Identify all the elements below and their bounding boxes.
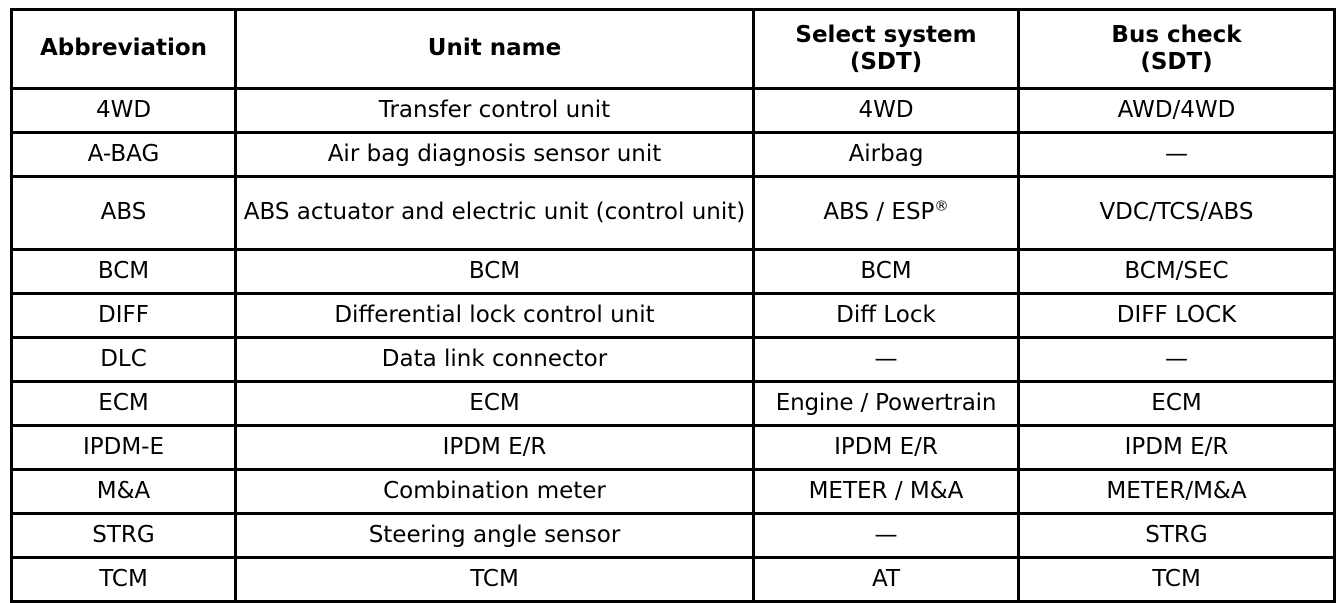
- unit-reference-table: Abbreviation Unit name Select system (SD…: [10, 8, 1336, 603]
- column-header-bus-check-label: Bus check: [1111, 21, 1242, 48]
- column-header-unit-name-label: Unit name: [427, 35, 562, 62]
- table-cell-abbreviation: STRG: [10, 512, 237, 559]
- table-cell-select_system: ABS / ESP®: [752, 175, 1020, 251]
- table-cell-bus_check: METER/M&A: [1017, 468, 1336, 515]
- table-cell-abbreviation: ECM: [10, 380, 237, 427]
- table-cell-abbreviation: A-BAG: [10, 131, 237, 178]
- table-cell-select_system: IPDM E/R: [752, 424, 1020, 471]
- table-cell-abbreviation: DIFF: [10, 292, 237, 339]
- table-cell-unit_name: Differential lock control unit: [234, 292, 755, 339]
- table-cell-select_system: Engine / Powertrain: [752, 380, 1020, 427]
- table-cell-bus_check: —: [1017, 131, 1336, 178]
- unit-reference-table-container: Abbreviation Unit name Select system (SD…: [10, 8, 1336, 603]
- table-cell-unit_name: ECM: [234, 380, 755, 427]
- table-cell-bus_check: BCM/SEC: [1017, 248, 1336, 295]
- column-header-bus-check: Bus check (SDT): [1017, 8, 1336, 90]
- table-header-row: Abbreviation Unit name Select system (SD…: [10, 8, 1336, 90]
- table-cell-abbreviation: ABS: [10, 175, 237, 251]
- table-cell-bus_check: DIFF LOCK: [1017, 292, 1336, 339]
- column-header-select-system-sublabel: (SDT): [849, 49, 923, 75]
- table-cell-unit_name: ABS actuator and electric unit (control …: [234, 175, 755, 251]
- table-cell-bus_check: TCM: [1017, 556, 1336, 603]
- table-cell-unit_name: Transfer control unit: [234, 87, 755, 134]
- table-cell-bus_check: IPDM E/R: [1017, 424, 1336, 471]
- table-cell-abbreviation: M&A: [10, 468, 237, 515]
- table-cell-bus_check: ECM: [1017, 380, 1336, 427]
- table-cell-unit_name: Air bag diagnosis sensor unit: [234, 131, 755, 178]
- column-header-unit-name: Unit name: [234, 8, 755, 90]
- table-cell-select_system: —: [752, 512, 1020, 559]
- table-cell-select_system: —: [752, 336, 1020, 383]
- table-cell-unit_name: IPDM E/R: [234, 424, 755, 471]
- table-header: Abbreviation Unit name Select system (SD…: [10, 8, 1336, 90]
- table-cell-select_system: BCM: [752, 248, 1020, 295]
- table-cell-unit_name: Combination meter: [234, 468, 755, 515]
- column-header-bus-check-sublabel: (SDT): [1140, 49, 1213, 75]
- table-cell-select_system: Diff Lock: [752, 292, 1020, 339]
- table-cell-bus_check: —: [1017, 336, 1336, 383]
- table-cell-select_system: Airbag: [752, 131, 1020, 178]
- table-cell-select_system: AT: [752, 556, 1020, 603]
- table-cell-bus_check: STRG: [1017, 512, 1336, 559]
- column-header-select-system: Select system (SDT): [752, 8, 1020, 90]
- table-cell-abbreviation: 4WD: [10, 87, 237, 134]
- table-cell-select_system: 4WD: [752, 87, 1020, 134]
- table-cell-abbreviation: DLC: [10, 336, 237, 383]
- table-cell-unit_name: BCM: [234, 248, 755, 295]
- column-header-abbreviation-label: Abbreviation: [39, 35, 208, 62]
- table-cell-unit_name: Steering angle sensor: [234, 512, 755, 559]
- table-cell-abbreviation: BCM: [10, 248, 237, 295]
- table-cell-unit_name: TCM: [234, 556, 755, 603]
- table-cell-unit_name: Data link connector: [234, 336, 755, 383]
- registered-trademark-icon: ®: [934, 198, 949, 215]
- table-cell-select_system: METER / M&A: [752, 468, 1020, 515]
- table-cell-bus_check: AWD/4WD: [1017, 87, 1336, 134]
- table-cell-bus_check: VDC/TCS/ABS: [1017, 175, 1336, 251]
- column-header-select-system-label: Select system: [795, 21, 977, 48]
- table-cell-abbreviation: TCM: [10, 556, 237, 603]
- column-header-abbreviation: Abbreviation: [10, 8, 237, 90]
- table-cell-abbreviation: IPDM-E: [10, 424, 237, 471]
